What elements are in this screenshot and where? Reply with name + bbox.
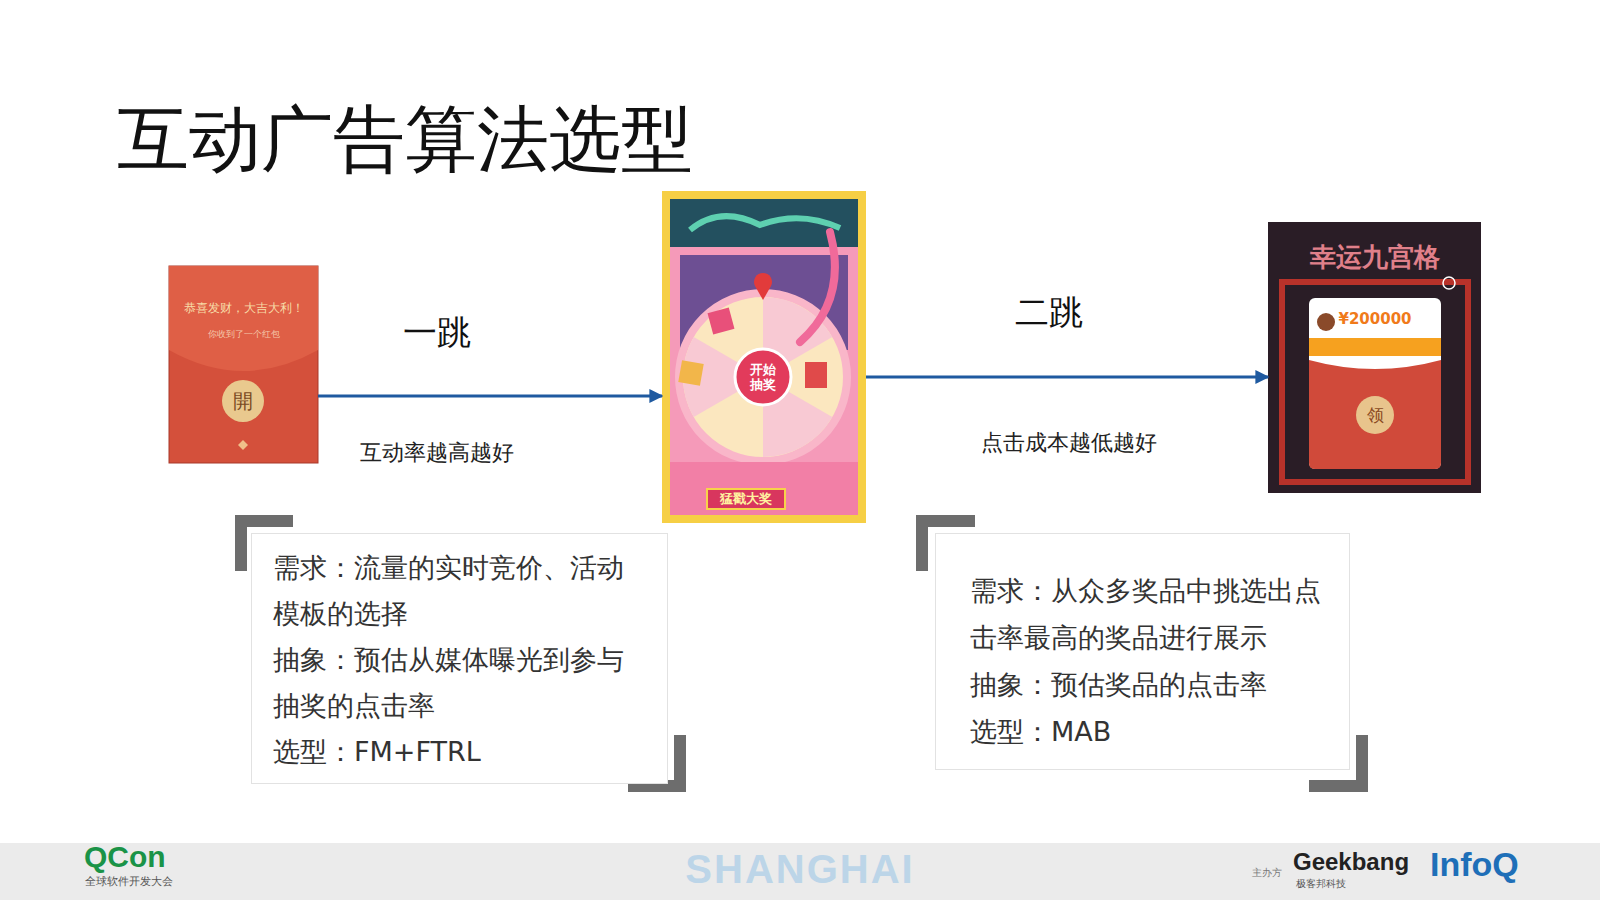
close-icon — [1443, 277, 1455, 289]
machine-body — [670, 199, 858, 515]
machine-arm — [800, 232, 835, 342]
screen-text: 幸运九宫格 — [1268, 240, 1481, 275]
prize-card — [1309, 298, 1441, 469]
wheel-screen: 开始抽奖猛戳大奖 — [662, 191, 866, 523]
flow-arrow — [318, 395, 662, 398]
wheel-screen — [662, 191, 866, 523]
card-line: 需求：流量的实时竞价、活动模板的选择 — [273, 545, 647, 637]
footer-bar — [0, 843, 1600, 900]
prize-envelope — [805, 362, 827, 388]
card-line: 需求：从众多奖品中挑选出点击率最高的奖品进行展示 — [970, 567, 1329, 661]
envelope-flap — [169, 266, 318, 371]
start-button — [735, 349, 791, 405]
card-line: 抽象：预估奖品的点击率 — [970, 661, 1329, 708]
edge-note: 点击成本越低越好 — [981, 428, 1157, 458]
text-card: 需求：流量的实时竞价、活动模板的选择抽象：预估从媒体曝光到参与抽奖的点击率选型：… — [251, 533, 668, 784]
prize-cube — [708, 308, 735, 335]
envelope-mark — [238, 440, 248, 450]
screen-text: 恭喜发财，大吉大利！ — [169, 300, 318, 317]
edge-label: 二跳 — [1013, 290, 1085, 336]
grid-frame — [1282, 282, 1468, 482]
logo-text: Geekbang — [1293, 848, 1409, 876]
logo-subtext: 全球软件开发大会 — [85, 874, 173, 889]
sign-ornament — [690, 216, 840, 230]
grid-screen: 幸运九宫格 ¥200000 领 — [1268, 222, 1481, 493]
screen-text: 你收到了一个红包 — [169, 328, 318, 341]
logo-text: QCon — [84, 840, 166, 874]
avatar-icon — [1317, 313, 1335, 331]
slide-title: 互动广告算法选型 — [117, 92, 693, 188]
card-envelope — [1309, 360, 1441, 469]
screen-text: 開 — [222, 380, 264, 422]
edge-note: 互动率越高越好 — [360, 438, 514, 468]
machine-base — [670, 462, 858, 515]
grid-screen — [1268, 222, 1481, 493]
logo-text: InfoQ — [1430, 845, 1519, 884]
screen-text: ¥200000 — [1309, 310, 1441, 328]
screen-text: 猛戳大奖 — [706, 488, 786, 510]
screen-text: 领 — [1356, 396, 1394, 434]
text-card: 需求：从众多奖品中挑选出点击率最高的奖品进行展示抽象：预估奖品的点击率选型：MA… — [935, 533, 1350, 770]
city-watermark: SHANGHAI — [660, 847, 940, 892]
wheel-pointer — [754, 273, 772, 300]
card-line: 抽象：预估从媒体曝光到参与抽奖的点击率 — [273, 637, 647, 729]
screen-text: 开始抽奖 — [748, 362, 778, 392]
envelope-screen: 恭喜发财，大吉大利！ 你收到了一个红包開 — [169, 266, 318, 463]
card-band — [1309, 338, 1441, 356]
logo-subtext: 极客邦科技 — [1296, 877, 1346, 891]
card-line: 选型：FM+FTRL — [273, 729, 647, 775]
organizer-note: 主办方 — [1252, 866, 1282, 880]
edge-label: 一跳 — [401, 310, 473, 356]
flow-arrow — [866, 376, 1268, 379]
card-line: 选型：MAB — [970, 708, 1329, 755]
envelope-screen — [169, 266, 318, 463]
prize-cube — [678, 360, 703, 385]
